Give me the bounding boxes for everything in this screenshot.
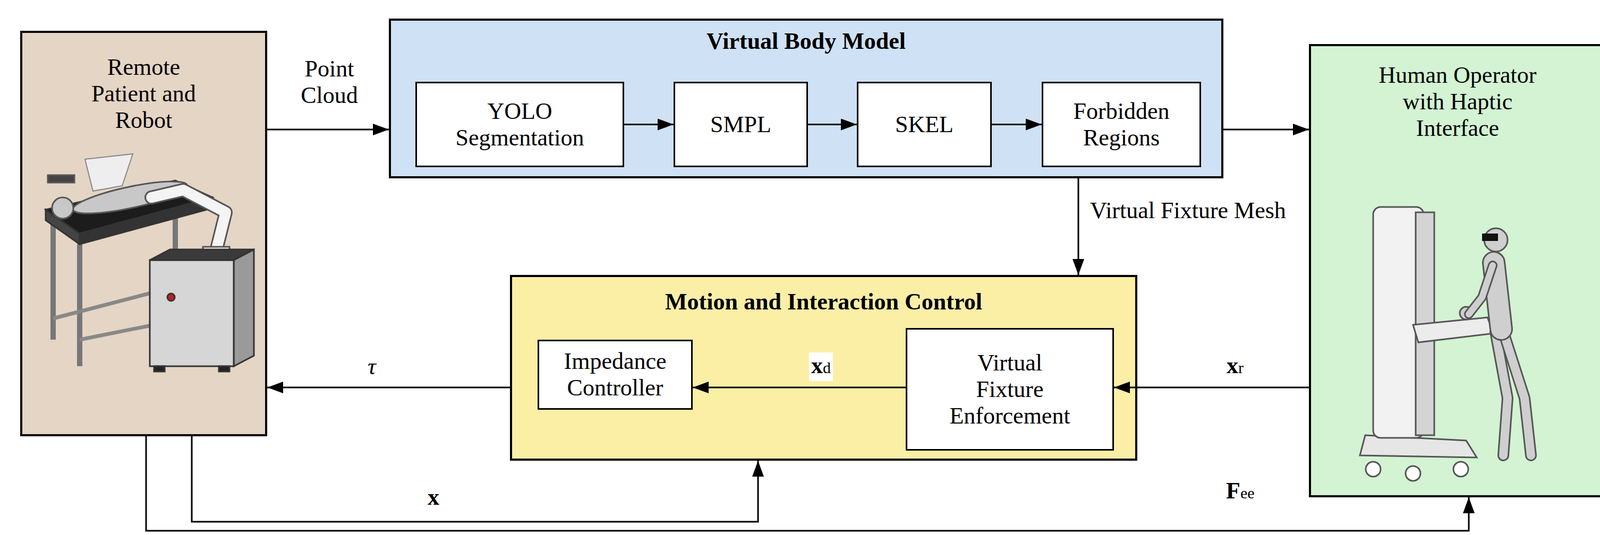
box-label: SMPL: [710, 111, 772, 139]
leg: [1503, 332, 1531, 456]
arm-link: [151, 190, 226, 255]
cabinet-front: [149, 260, 234, 367]
robot-arm: [151, 190, 230, 262]
connector-arrow: [267, 387, 510, 389]
connector-arrow: [692, 387, 906, 389]
site-box: Remote Patient and Robot: [20, 30, 268, 437]
process-box: Forbidden Regions: [1041, 81, 1202, 168]
wheel: [1365, 462, 1381, 478]
haptic-handle: [1459, 307, 1473, 320]
box-title: Motion and Interaction Control: [531, 288, 1117, 316]
arm: [1468, 265, 1493, 315]
box-title: Virtual Body Model: [434, 28, 1179, 55]
leg: [1495, 332, 1508, 456]
console-column: [1373, 207, 1424, 439]
table-leg: [77, 239, 83, 367]
box-label: Remote Patient and Robot: [80, 54, 208, 134]
edge-label: x: [425, 484, 442, 514]
torso: [1493, 262, 1502, 330]
edge-label: xr: [1224, 352, 1246, 382]
arm-base: [202, 247, 230, 262]
console-shelf: [1413, 317, 1494, 343]
connector-arrow: [624, 123, 674, 126]
console-side: [1415, 212, 1435, 436]
console-base: [1359, 435, 1477, 458]
table-top: [45, 180, 213, 234]
probe-device: [47, 175, 75, 183]
table-bar: [79, 324, 160, 340]
patient-body: [70, 175, 190, 221]
table-bar: [53, 286, 176, 319]
probe-screen: [84, 154, 133, 192]
box-label: Human Operator with Haptic Interface: [1369, 62, 1546, 142]
haptic-console: [1359, 207, 1494, 482]
headset: [1482, 233, 1499, 242]
human-figure: [1468, 228, 1531, 456]
box-label: Forbidden Regions: [1057, 98, 1186, 152]
table-edge: [79, 197, 213, 245]
patient-head: [52, 197, 74, 219]
cabinet-foot: [218, 366, 230, 372]
process-box: SKEL: [856, 81, 992, 168]
leg: [1503, 332, 1531, 456]
patient-table: [45, 180, 213, 367]
table-edge: [45, 209, 80, 245]
edge-label: Fee: [1223, 478, 1257, 507]
wheel: [1405, 466, 1421, 482]
edge-label: Point Cloud: [279, 55, 380, 109]
process-box: SMPL: [673, 81, 808, 168]
box-label: YOLO Segmentation: [448, 98, 592, 152]
head: [1484, 228, 1508, 252]
edge-label: τ: [365, 353, 379, 381]
connector-arrow: [1077, 178, 1080, 276]
table-leg: [172, 191, 178, 277]
torso: [1493, 262, 1502, 330]
box-label: Impedance Controller: [551, 348, 679, 402]
process-box: YOLO Segmentation: [415, 81, 625, 168]
process-box: Impedance Controller: [537, 339, 693, 411]
process-box: Virtual Fixture Enforcement: [905, 328, 1114, 451]
cabinet-side: [233, 249, 254, 367]
cabinet-top: [149, 249, 254, 261]
arm: [1468, 265, 1493, 315]
patient-figure: [47, 154, 190, 220]
connector-arrow: [991, 123, 1042, 126]
arm-outline: [151, 190, 226, 255]
module-box: Virtual Body ModelYOLO Segmentation SMPL S…: [388, 18, 1224, 179]
connector-arrow: [1113, 387, 1309, 389]
connector-arrow: [191, 436, 759, 523]
box-label: Virtual Fixture Enforcement: [943, 350, 1077, 430]
leg: [1495, 332, 1508, 456]
operator-box: Human Operator with Haptic Interface: [1308, 44, 1600, 498]
cabinet-foot: [154, 366, 165, 372]
edge-label: xd: [809, 352, 833, 382]
robot-cabinet: [149, 249, 254, 372]
connector-arrow: [807, 123, 857, 126]
connector-arrow: [267, 129, 389, 131]
box-label: SKEL: [895, 111, 954, 139]
edge-label: Virtual Fixture Mesh: [1087, 197, 1305, 225]
wheel: [1453, 462, 1469, 478]
cabinet-button: [167, 293, 175, 302]
table-leg: [50, 217, 56, 340]
connector-arrow: [146, 436, 1469, 532]
connector-arrow: [1223, 129, 1309, 131]
